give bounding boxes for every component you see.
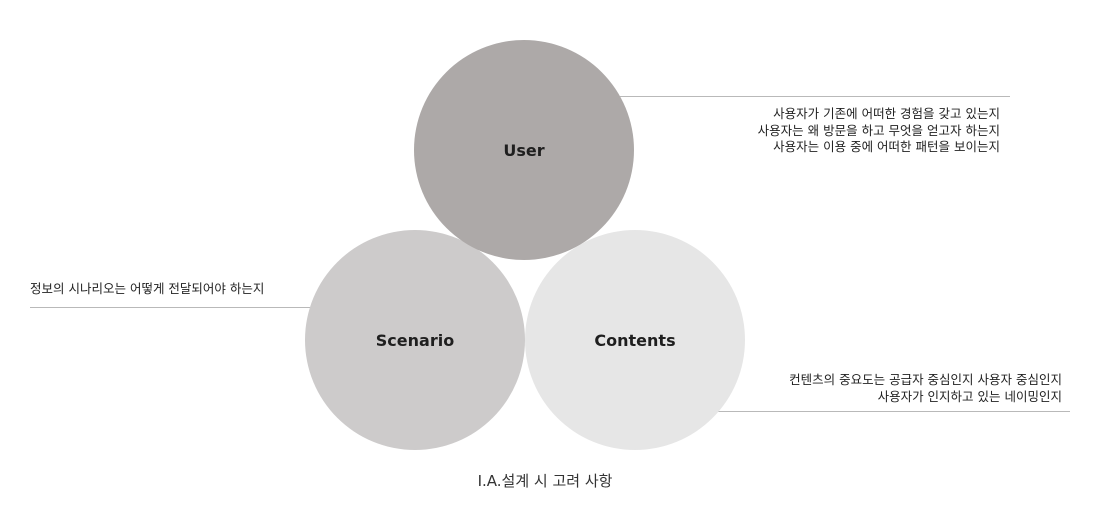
diagram-caption: I.A.설계 시 고려 사항 [477,472,613,490]
contents-circle: Contents [525,230,745,450]
user-note-line: 사용자는 왜 방문을 하고 무엇을 얻고자 하는지 [757,122,1000,138]
user-note-line: 사용자는 이용 중에 어떠한 패턴을 보이는지 [773,139,1000,154]
contents-note: 컨텐츠의 중요도는 공급자 중심인지 사용자 중심인지 사용자가 인지하고 있는… [789,372,1062,405]
user-note: 사용자가 기존에 어떠한 경험을 갖고 있는지 사용자는 왜 방문을 하고 무엇… [758,106,1000,156]
scenario-note: 정보의 시나리오는 어떻게 전달되어야 하는지 [30,281,264,298]
scenario-circle: Scenario [305,230,525,450]
contents-leader-line [715,411,1070,412]
user-note-line: 사용자가 기존에 어떠한 경험을 갖고 있는지 [773,106,1000,121]
scenario-leader-line [30,307,312,308]
user-leader-line [620,96,1010,97]
contents-label: Contents [594,330,676,350]
scenario-note-line: 정보의 시나리오는 어떻게 전달되어야 하는지 [30,281,265,296]
contents-note-line: 사용자가 인지하고 있는 네이밍인지 [877,388,1062,404]
contents-note-line: 컨텐츠의 중요도는 공급자 중심인지 사용자 중심인지 [789,372,1062,387]
user-circle: User [414,40,634,260]
scenario-label: Scenario [375,330,455,350]
user-label: User [503,140,545,160]
